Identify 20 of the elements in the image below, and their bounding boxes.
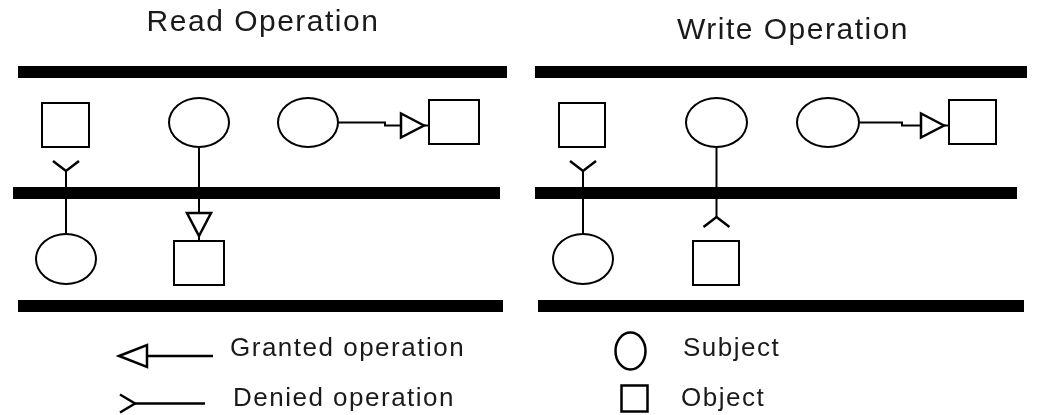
subject-circle — [552, 233, 614, 285]
arrow — [338, 112, 429, 139]
subject-circle — [35, 233, 97, 285]
fork-connector — [702, 147, 731, 229]
object-square — [41, 102, 90, 148]
object-square — [948, 99, 997, 145]
object-square — [558, 102, 606, 148]
object-square — [692, 240, 740, 286]
legend-label: Object — [681, 382, 766, 412]
fork-connector — [51, 159, 81, 234]
object-square — [428, 99, 480, 145]
panel-title: Write Operation — [677, 12, 909, 46]
arrow — [859, 112, 949, 139]
fork-connector — [568, 159, 598, 234]
panel-title: Read Operation — [146, 4, 380, 38]
legend-label: Granted operation — [230, 332, 466, 362]
object-square — [173, 240, 225, 286]
legend-label: Denied operation — [233, 382, 456, 412]
arrow — [185, 147, 213, 241]
legend-label: Subject — [683, 332, 781, 362]
